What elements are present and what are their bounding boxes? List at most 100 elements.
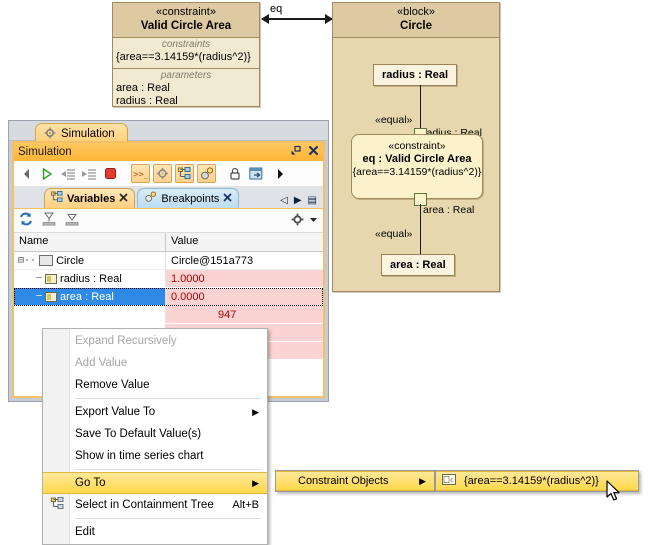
- value-property-icon: [45, 273, 58, 284]
- restore-icon[interactable]: [290, 145, 301, 159]
- menu-item-label: Expand Recursively: [75, 335, 177, 347]
- close-icon[interactable]: [308, 145, 319, 159]
- svg-text:c: c: [450, 477, 453, 484]
- row-value-cell[interactable]: 947: [166, 306, 323, 323]
- table-row[interactable]: ┄ area : Real 0.0000: [14, 288, 323, 306]
- expander-icon[interactable]: ⊟··: [18, 255, 37, 266]
- block-header: «block» Circle: [333, 3, 499, 38]
- tab-variables[interactable]: Variables: [44, 188, 136, 208]
- breakpoint-icon: [144, 191, 157, 206]
- constraint-block-name: Valid Circle Area: [140, 20, 232, 32]
- menu-item-label: Show in time series chart: [75, 450, 204, 462]
- value-property-icon: [45, 291, 58, 302]
- parameter-radius: radius : Real: [116, 95, 178, 107]
- tab-nav-prev-icon[interactable]: ◁: [280, 195, 288, 206]
- block-stereotype: «block»: [397, 6, 435, 18]
- row-name-cell[interactable]: ⊟·· Circle: [14, 252, 166, 269]
- lock-button[interactable]: [226, 165, 244, 183]
- settings-dropdown[interactable]: [309, 215, 318, 227]
- connector-area-line: [420, 204, 421, 254]
- connector-radius-line: [420, 85, 421, 135]
- console-toggle-button[interactable]: >>_: [131, 164, 150, 183]
- tab-variables-label: Variables: [67, 192, 116, 205]
- menu-item-label: Add Value: [75, 357, 128, 369]
- menu-item-export-value-to[interactable]: Export Value To ▶: [43, 401, 267, 423]
- tree-branch-icon: ┄: [36, 273, 43, 284]
- menu-item-expand-recursively[interactable]: Expand Recursively: [43, 330, 267, 352]
- row-value-cell[interactable]: 1.0000: [166, 270, 323, 287]
- submenu-arrow-icon: ▶: [252, 406, 259, 417]
- table-row[interactable]: 947: [14, 306, 323, 324]
- collapse-all-button[interactable]: [42, 212, 56, 229]
- submenu-constraint-objects: c {area==3.14159*(radius^2)}: [435, 470, 639, 492]
- constraint-object-icon: c: [442, 474, 456, 488]
- menu-item-show-in-time-series-chart[interactable]: Show in time series chart: [43, 445, 267, 467]
- inner-constraint-expression: {area==3.14159*(radius^2)}: [352, 166, 482, 178]
- tab-variables-close-icon[interactable]: [119, 193, 128, 205]
- submenu-arrow-icon: ▶: [419, 475, 426, 486]
- table-row[interactable]: ⊟·· Circle Circle@151a773: [14, 252, 323, 270]
- variables-toolbar: [14, 209, 323, 233]
- menu-item-select-in-containment-tree[interactable]: Select in Containment Tree Alt+B: [43, 494, 267, 516]
- submenu-item-constraint-expression[interactable]: c {area==3.14159*(radius^2)}: [436, 471, 638, 491]
- step-into-button[interactable]: [59, 165, 77, 183]
- gear-icon: [44, 127, 56, 142]
- tab-nav-next-icon[interactable]: ▶: [293, 195, 302, 206]
- row-name-cell[interactable]: ┄ area : Real: [14, 288, 166, 305]
- containment-tree-icon: [48, 497, 66, 513]
- export-button[interactable]: [247, 165, 265, 183]
- stop-button[interactable]: [101, 165, 119, 183]
- simulation-title-bar: Simulation: [14, 143, 323, 161]
- breakpoints-toggle-button[interactable]: [197, 164, 216, 183]
- inner-constraint-stereotype: «constraint»: [388, 140, 446, 152]
- expand-all-button[interactable]: [65, 212, 79, 229]
- constraints-compartment: constraints {area==3.14159*(radius^2)}: [113, 38, 259, 69]
- options-button[interactable]: [153, 164, 172, 183]
- submenu-item-label: Constraint Objects: [298, 475, 389, 487]
- row-value-cell[interactable]: Circle@151a773: [171, 254, 254, 267]
- menu-item-save-to-default-values[interactable]: Save To Default Value(s): [43, 423, 267, 445]
- menu-item-label: Save To Default Value(s): [75, 428, 202, 440]
- menu-item-label: Edit: [75, 526, 95, 538]
- tab-breakpoints-close-icon[interactable]: [223, 193, 232, 205]
- table-row[interactable]: ┄ radius : Real 1.0000: [14, 270, 323, 288]
- menu-item-edit[interactable]: Edit: [43, 521, 267, 543]
- simulation-toolbar: >>_: [14, 161, 323, 187]
- menu-item-add-value[interactable]: Add Value: [43, 352, 267, 374]
- step-over-button[interactable]: [80, 165, 98, 183]
- tab-breakpoints[interactable]: Breakpoints: [137, 188, 240, 208]
- parameters-compartment: parameters area : Real radius : Real: [113, 69, 259, 112]
- menu-separator: [75, 469, 261, 470]
- menu-item-label: Remove Value: [75, 379, 150, 391]
- row-name-cell[interactable]: [14, 306, 166, 323]
- parameters-caption: parameters: [160, 70, 212, 81]
- parameter-area: area : Real: [116, 82, 170, 94]
- menu-item-go-to[interactable]: Go To ▶: [43, 472, 267, 494]
- run-button[interactable]: [38, 165, 56, 183]
- window-tab-strip: Simulation: [9, 121, 328, 142]
- constraint-block-header: «constraint» Valid Circle Area: [113, 3, 259, 38]
- tab-nav-list-icon[interactable]: ▤: [307, 195, 317, 206]
- inner-constraint-name: eq : Valid Circle Area: [362, 153, 472, 165]
- menu-separator: [75, 398, 261, 399]
- binding-connector-arrow: [261, 14, 333, 24]
- window-tab-simulation[interactable]: Simulation: [35, 123, 128, 142]
- submenu-item-constraint-objects[interactable]: Constraint Objects ▶: [276, 471, 434, 491]
- variables-toggle-button[interactable]: [175, 164, 194, 183]
- row-name-cell[interactable]: ┄ radius : Real: [14, 270, 166, 287]
- connector-area-stereotype: «equal»: [375, 228, 413, 240]
- settings-button[interactable]: [291, 213, 304, 229]
- submenu-item-label: {area==3.14159*(radius^2)}: [464, 475, 599, 487]
- column-header-name[interactable]: Name: [14, 233, 166, 251]
- refresh-button[interactable]: [19, 212, 33, 229]
- column-header-value[interactable]: Value: [171, 235, 199, 247]
- connector-area-end-label: area : Real: [423, 204, 475, 216]
- menu-item-remove-value[interactable]: Remove Value: [43, 374, 267, 396]
- submenu-go-to: Constraint Objects ▶: [275, 470, 435, 492]
- row-name-label: Circle: [56, 254, 85, 267]
- table-header-row: Name Value: [14, 233, 323, 252]
- more-button[interactable]: [272, 165, 290, 183]
- block-instance-icon: [39, 255, 54, 266]
- row-value-cell[interactable]: 0.0000: [166, 288, 323, 305]
- step-back-button[interactable]: [17, 165, 35, 183]
